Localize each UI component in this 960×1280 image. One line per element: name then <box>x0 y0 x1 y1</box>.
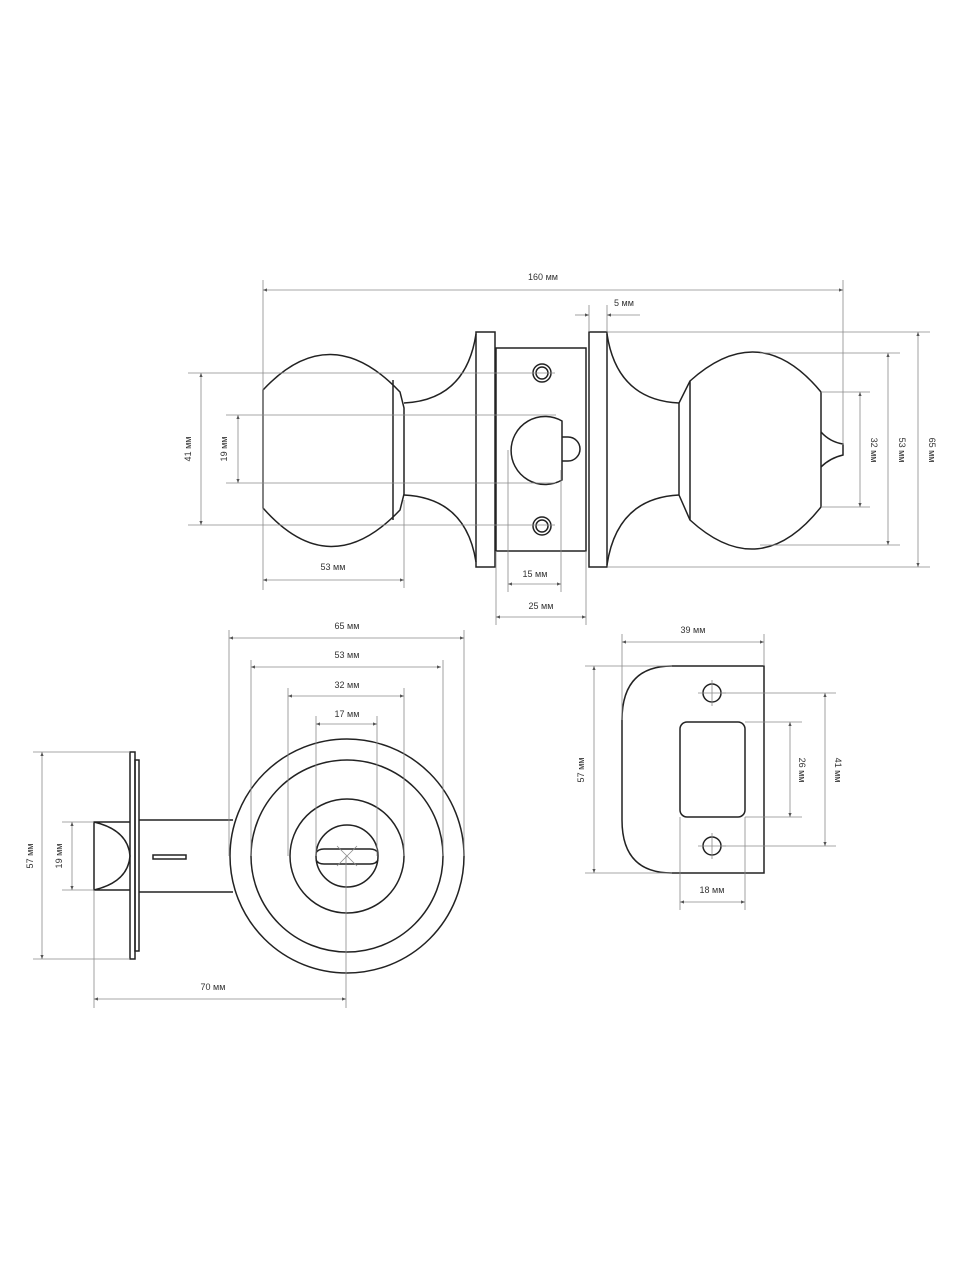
front-view-assembly <box>93 738 465 974</box>
latch-body <box>495 347 587 552</box>
latch-bolt <box>93 821 131 891</box>
dim-window-height: 26 мм <box>797 758 807 783</box>
dim-backset: 70 мм <box>201 982 226 992</box>
cam-opening <box>510 415 563 486</box>
strike-plate <box>621 665 765 874</box>
cam-nub <box>562 436 581 462</box>
dim-strike-height: 57 мм <box>576 758 586 783</box>
strike-plate-dimensions: 39 мм 57 мм 26 мм 41 мм 18 мм <box>576 625 843 910</box>
dim-knob-height: 41 мм <box>183 437 193 462</box>
latch-shaft <box>139 819 233 893</box>
strike-plate-outline <box>621 665 765 874</box>
dim-plate-height: 57 мм <box>25 844 35 869</box>
latch-faceplate-inner <box>134 759 140 952</box>
dim-rose-thickness: 5 мм <box>614 298 634 308</box>
dim-knob-diameter: 53 мм <box>897 438 907 463</box>
left-neck-top <box>403 333 477 404</box>
top-view-knob-assembly <box>262 331 844 568</box>
dim-front-outer-ring: 53 мм <box>335 650 360 660</box>
top-view-dimensions: 160 мм 5 мм 41 мм 19 мм 53 мм 15 мм 25 м… <box>183 272 937 625</box>
right-neck-bottom <box>606 494 680 566</box>
turn-slot-top <box>315 848 379 854</box>
right-knob <box>678 351 822 550</box>
front-view-dimensions: 65 мм 53 мм 32 мм 17 мм 57 мм 19 мм 70 м… <box>25 621 465 1008</box>
dim-neck-diameter: 19 мм <box>219 437 229 462</box>
dim-tip-height: 32 мм <box>869 438 879 463</box>
dim-strike-width: 39 мм <box>681 625 706 635</box>
dim-cam-width: 15 мм <box>523 569 548 579</box>
right-neck-top <box>606 333 680 404</box>
dim-front-inner-ring: 32 мм <box>335 680 360 690</box>
dim-front-turn-piece: 17 мм <box>335 709 360 719</box>
strike-window <box>679 721 746 818</box>
left-knob <box>262 353 405 548</box>
dim-body-width: 25 мм <box>529 601 554 611</box>
left-neck-bottom <box>403 494 477 563</box>
dim-knob-length: 53 мм <box>321 562 346 572</box>
right-rose-plate <box>588 331 608 568</box>
emergency-release-tip <box>820 431 844 468</box>
left-rose-plate <box>475 331 496 568</box>
dim-hole-spacing: 41 мм <box>833 758 843 783</box>
dim-front-rose: 65 мм <box>335 621 360 631</box>
dim-latch-height: 19 мм <box>54 844 64 869</box>
shaft-slot <box>152 854 187 860</box>
dim-rose-diameter: 65 мм <box>927 438 937 463</box>
screw-hole-bottom <box>532 516 552 536</box>
dim-window-width: 18 мм <box>700 885 725 895</box>
dim-overall-length: 160 мм <box>528 272 558 282</box>
turn-slot-bottom <box>315 859 379 865</box>
